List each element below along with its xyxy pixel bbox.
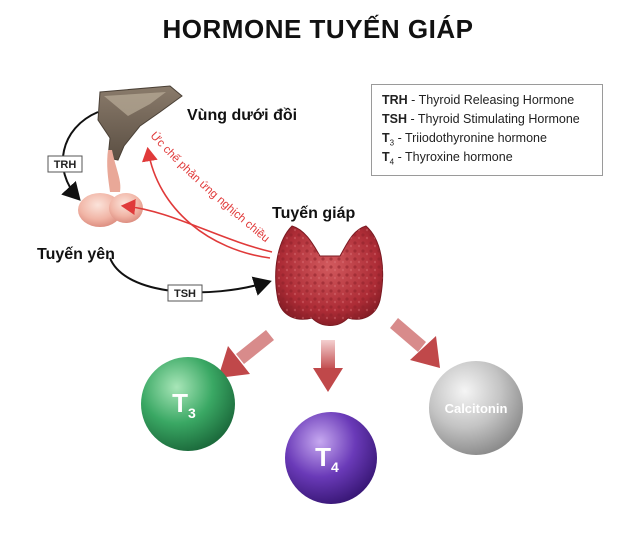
hypothalamus-illustration: [97, 85, 183, 192]
thyroid-label: Tuyến giáp: [272, 205, 356, 222]
legend-row-tsh: TSH - Thyroid Stimulating Hormone: [382, 112, 580, 126]
trh-tag-text: TRH: [54, 159, 77, 171]
legend-box: TRH - Thyroid Releasing Hormone TSH - Th…: [371, 84, 603, 176]
t3-label: T3: [172, 388, 196, 421]
tsh-tag-text: TSH: [174, 288, 196, 300]
feedback-arrow-pituitary: [120, 199, 273, 253]
pituitary-label: Tuyến yên: [37, 246, 115, 263]
feedback-arrow-hypothalamus: [141, 146, 271, 259]
legend-row-t4: T4 - Thyroxine hormone: [382, 150, 513, 167]
page-title: HORMONE TUYẾN GIÁP: [162, 14, 474, 44]
calcitonin-label: Calcitonin: [445, 401, 508, 416]
trh-tag: [47, 155, 83, 173]
t4-sphere: [285, 412, 377, 504]
t3-sphere: [141, 357, 235, 451]
trh-arrow: [61, 111, 99, 201]
arrow-to-calcitonin: [390, 318, 440, 368]
t4-label: T4: [315, 442, 339, 475]
pituitary-illustration: [78, 193, 143, 227]
feedback-label: Ức chế phản ứng nghịch chiều: [148, 129, 272, 245]
tsh-tag: [167, 284, 203, 302]
legend-row-t3: T3 - Triiodothyronine hormone: [382, 131, 547, 148]
arrow-to-t4: [313, 340, 343, 392]
legend-row-trh: TRH - Thyroid Releasing Hormone: [382, 93, 575, 107]
arrow-to-t3: [218, 330, 274, 378]
calcitonin-sphere: [429, 361, 523, 455]
hypothalamus-label: Vùng dưới đồi: [187, 107, 298, 124]
thyroid-illustration: [275, 225, 384, 326]
